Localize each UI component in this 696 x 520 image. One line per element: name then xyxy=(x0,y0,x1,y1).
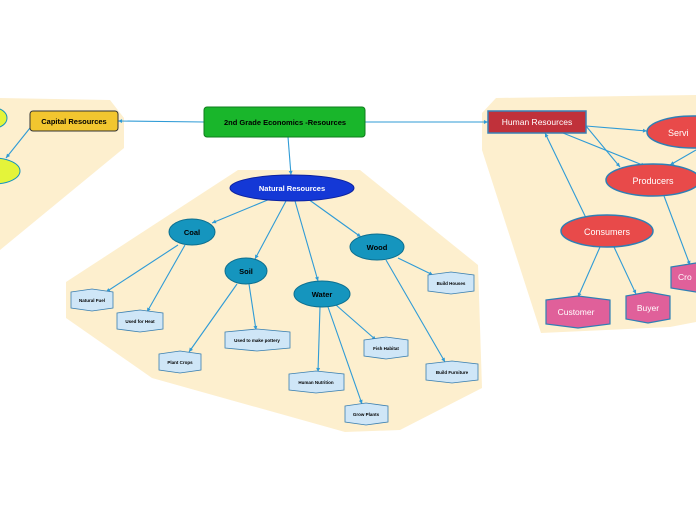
buyer-node[interactable]: Buyer xyxy=(625,291,671,324)
capital-child-node-2[interactable]: s xyxy=(0,157,21,185)
connector-line xyxy=(335,304,377,341)
producers-node[interactable]: Producers xyxy=(605,163,696,197)
connector-arrowhead xyxy=(118,119,123,124)
connector-line xyxy=(544,132,588,221)
crop-label: Cro xyxy=(678,272,692,282)
connector-line xyxy=(385,259,446,363)
coal-node[interactable]: Coal xyxy=(168,218,216,246)
connector-line xyxy=(287,136,292,176)
natural-resources-region xyxy=(66,170,482,432)
connector-arrowhead xyxy=(642,128,647,133)
human-nutrition-label: Human Nutrition xyxy=(298,380,333,385)
root-node[interactable]: 2nd Grade Economics -Resources xyxy=(203,106,366,138)
crop-node[interactable]: Cro xyxy=(670,262,696,293)
fish-habitat-node[interactable]: Fish Habitat xyxy=(363,336,409,360)
grow-plants-label: Grow Plants xyxy=(353,412,380,417)
customer-node[interactable]: Customer xyxy=(545,295,611,329)
capital-resources-region xyxy=(0,98,124,250)
connector-line xyxy=(307,198,362,238)
water-node[interactable]: Water xyxy=(293,280,351,308)
natural-resources-node[interactable]: Natural Resources xyxy=(229,174,355,202)
wood-node[interactable]: Wood xyxy=(349,233,405,261)
connector-line xyxy=(585,125,621,168)
connector-arrowhead xyxy=(615,162,620,167)
connector-line xyxy=(248,283,257,331)
customer-label: Customer xyxy=(558,307,595,317)
water-label: Water xyxy=(312,290,333,299)
coal-label: Coal xyxy=(184,228,200,237)
connector-arrowhead xyxy=(670,161,675,165)
build-houses-node[interactable]: Build Houses xyxy=(427,271,475,295)
used-to-make-pottery-label: Used to make pottery xyxy=(234,338,280,343)
connector-line xyxy=(397,257,434,276)
plant-crops-node[interactable]: Plant Crops xyxy=(158,350,202,374)
grow-plants-node[interactable]: Grow Plants xyxy=(344,402,389,426)
build-houses-label: Build Houses xyxy=(437,281,466,286)
connector-arrowhead xyxy=(356,233,361,237)
soil-node[interactable]: Soil xyxy=(224,257,268,285)
connector-arrowhead xyxy=(544,133,549,138)
fish-habitat-label: Fish Habitat xyxy=(373,346,399,351)
connector-line xyxy=(188,283,238,353)
connector-arrowhead xyxy=(6,153,11,158)
connector-arrowhead xyxy=(314,276,319,281)
connector-line xyxy=(211,198,271,224)
connector-arrowhead xyxy=(212,219,217,224)
root-node-label: 2nd Grade Economics -Resources xyxy=(224,118,346,127)
connector-arrowhead xyxy=(316,367,321,372)
natural-resources-label: Natural Resources xyxy=(259,184,325,193)
connector-arrowhead xyxy=(358,399,363,404)
services-label: Servi xyxy=(668,128,689,138)
connector-arrowhead xyxy=(255,254,259,259)
connector-line xyxy=(577,246,601,298)
connector-line xyxy=(585,125,648,132)
capital-resources-node[interactable]: Capital Resources xyxy=(29,110,119,132)
buyer-label: Buyer xyxy=(637,303,659,313)
connector-line xyxy=(117,120,205,123)
capital-resources-label: Capital Resources xyxy=(41,117,106,126)
producers-label: Producers xyxy=(632,176,674,186)
human-resources-label: Human Resources xyxy=(502,117,572,127)
build-furniture-node[interactable]: Build Furniture xyxy=(425,360,479,384)
used-for-heat-label: Used for Heat xyxy=(125,319,155,324)
connector-lines xyxy=(0,119,696,405)
connector-line xyxy=(294,200,319,282)
wood-label: Wood xyxy=(367,243,388,252)
connector-line xyxy=(669,149,696,166)
connector-line xyxy=(146,244,186,313)
plant-crops-label: Plant Crops xyxy=(167,360,193,365)
connector-arrowhead xyxy=(483,120,488,124)
consumers-node[interactable]: Consumers xyxy=(560,214,654,248)
human-resources-region xyxy=(482,95,696,333)
natural-fuel-node[interactable]: Natural Fuel xyxy=(70,288,114,312)
connector-arrowhead xyxy=(253,325,258,330)
connector-line xyxy=(254,200,287,260)
build-furniture-label: Build Furniture xyxy=(436,370,469,375)
connector-line xyxy=(105,244,179,293)
connector-arrowhead xyxy=(288,170,293,175)
connector-line xyxy=(663,195,691,266)
connector-arrowhead xyxy=(189,347,193,352)
connector-line xyxy=(613,246,637,295)
connector-line xyxy=(317,306,321,373)
services-node[interactable]: Servi xyxy=(646,115,696,149)
human-nutrition-node[interactable]: Human Nutrition xyxy=(288,370,345,394)
consumers-label: Consumers xyxy=(584,227,631,237)
used-for-heat-node[interactable]: Used for Heat xyxy=(116,309,164,333)
natural-fuel-label: Natural Fuel xyxy=(79,298,105,303)
connector-line xyxy=(327,306,363,405)
connector-line xyxy=(562,132,646,167)
capital-child-node-1[interactable] xyxy=(0,108,8,128)
soil-label: Soil xyxy=(239,267,253,276)
used-to-make-pottery-node[interactable]: Used to make pottery xyxy=(224,328,291,352)
connector-arrowhead xyxy=(441,357,445,362)
connector-arrowhead xyxy=(632,289,637,294)
human-resources-node[interactable]: Human Resources xyxy=(487,110,587,134)
connector-line xyxy=(5,127,31,159)
